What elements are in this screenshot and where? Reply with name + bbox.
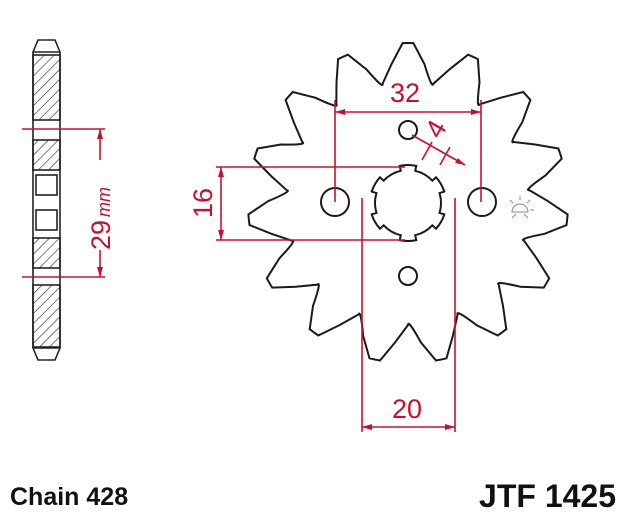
hub-width-label: 29mm [86,187,116,250]
bolt-spacing-label: 32 [390,78,420,108]
hole-bottom [398,266,418,286]
hub-width-dimension [22,128,105,278]
chain-label: Chain 428 [10,483,129,511]
sun-icon [509,196,534,219]
dimension-lines [216,100,482,432]
bolt-hole-right [467,187,497,217]
spline-width-label: 20 [392,394,422,424]
side-view [32,39,61,361]
part-number: JTF 1425 [479,478,616,514]
spline-height-label: 16 [188,188,218,218]
spline-bore [370,163,446,243]
